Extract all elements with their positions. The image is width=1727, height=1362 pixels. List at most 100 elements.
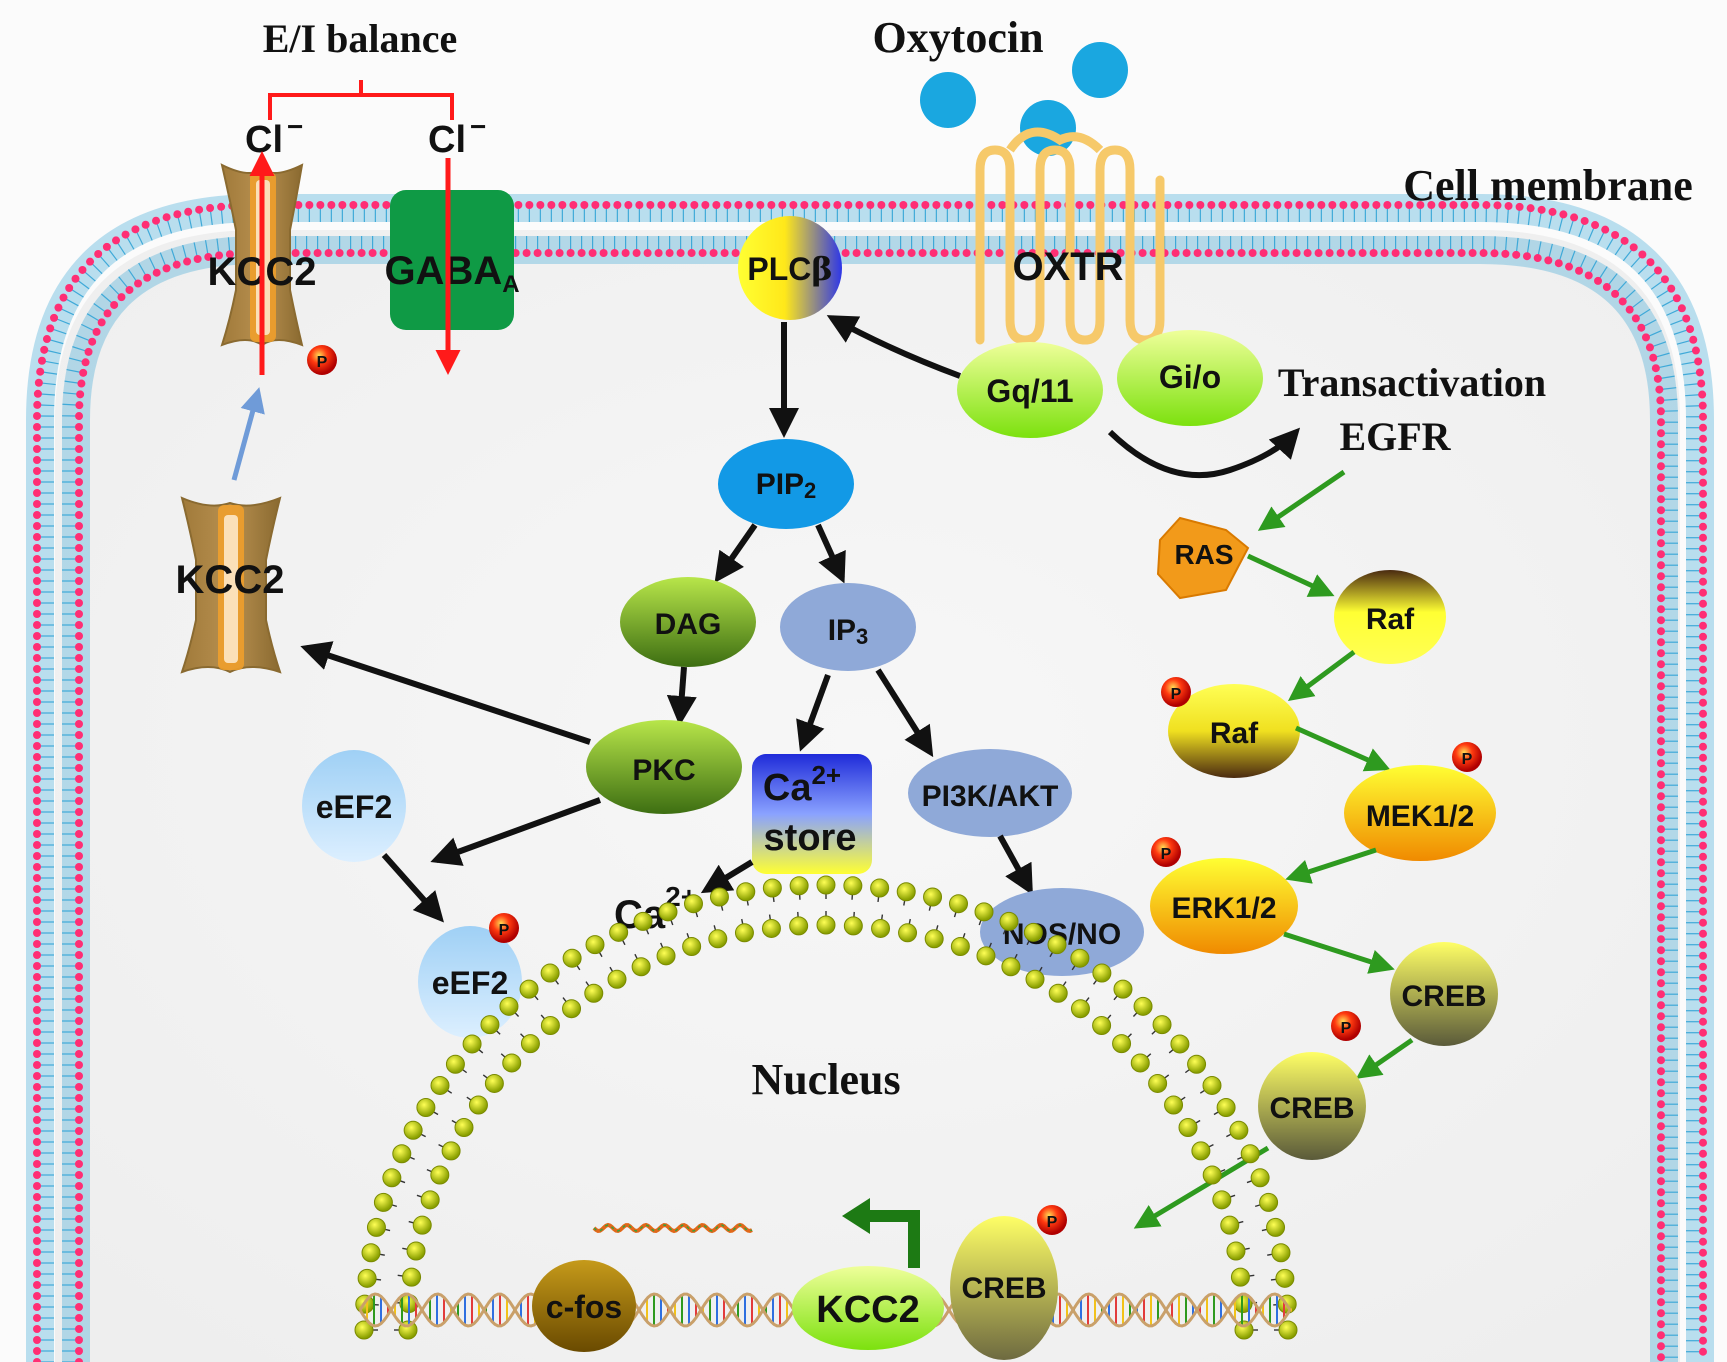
lipid-head — [1699, 1182, 1707, 1191]
lipid-head — [33, 940, 42, 948]
pi3k-to-nos-arrow — [997, 834, 1033, 896]
lipid-head — [33, 1017, 42, 1025]
envelope-lipid-head — [708, 929, 728, 949]
lipid-head — [33, 500, 42, 508]
pkc: PKC — [586, 720, 742, 814]
lipid-head — [1625, 305, 1634, 314]
lipid-head — [33, 874, 42, 882]
lipid-head — [943, 201, 952, 209]
nucleus-label: Nucleus — [751, 1055, 900, 1104]
envelope-lipid-head — [430, 1165, 450, 1185]
lipid-head — [33, 841, 42, 849]
lipid-head — [75, 863, 84, 871]
lipid-tail — [1624, 289, 1636, 300]
lipid-head — [643, 249, 652, 257]
lipid-head — [1657, 748, 1665, 757]
eef2-label-a: eEF2 — [316, 789, 392, 825]
lipid-head — [1490, 249, 1499, 258]
lipid-head — [1699, 720, 1707, 729]
creb-dna-label: CREB — [961, 1272, 1046, 1305]
lipid-head — [33, 995, 42, 1003]
lipid-head — [75, 885, 84, 893]
lipid-head — [1699, 753, 1707, 762]
lipid-head — [75, 742, 84, 750]
lipid-head — [33, 786, 42, 794]
lipid-tail — [1670, 319, 1684, 326]
envelope-lipid-head — [1250, 1168, 1270, 1188]
lipid-head — [33, 1303, 42, 1311]
envelope-lipid-head — [843, 876, 863, 896]
lipid-head — [1657, 726, 1665, 735]
ip3-shape — [780, 583, 916, 671]
envelope-lipid-head — [562, 999, 582, 1019]
lipid-head — [1358, 249, 1367, 257]
lipid-head — [1105, 249, 1114, 257]
lipid-head — [1361, 201, 1370, 209]
envelope-lipid-head — [656, 946, 676, 966]
lipid-tail — [159, 252, 167, 266]
lipid-head — [866, 201, 875, 209]
lipid-head — [75, 1237, 84, 1245]
lipid-head — [1699, 522, 1707, 531]
eef2-phosphorylation-arrow — [381, 853, 444, 923]
envelope-lipid-head — [1070, 948, 1090, 968]
lipid-tail — [220, 209, 224, 224]
lipid-head — [1657, 1023, 1665, 1032]
lipid-head — [75, 1259, 84, 1267]
lipid-head — [75, 1072, 84, 1080]
lipid-head — [102, 242, 111, 251]
phospho-icon — [1161, 677, 1191, 707]
lipid-head — [33, 467, 42, 475]
eef2-label-b: eEF2 — [432, 965, 508, 1001]
eef2-unphosphorylated: eEF2 — [302, 750, 406, 862]
lipid-head — [1699, 951, 1707, 960]
lipid-head — [33, 1259, 42, 1267]
lipid-head — [599, 249, 608, 257]
lipid-head — [33, 962, 42, 970]
lipid-head — [1657, 825, 1665, 834]
raf-shape-b — [1168, 684, 1300, 778]
lipid-tail — [193, 242, 198, 257]
lipid-head — [33, 1193, 42, 1201]
lipid-head — [1657, 528, 1665, 537]
lipid-tail — [93, 302, 106, 313]
gq-to-egfr-arrow — [1107, 427, 1301, 479]
lipid-head — [1515, 202, 1524, 211]
pip2-shape — [718, 439, 854, 529]
lipid-head — [37, 356, 46, 365]
lipid-head — [33, 588, 42, 596]
lipid-head — [1295, 201, 1304, 209]
lipid-head — [1699, 698, 1707, 707]
lipid-head — [33, 984, 42, 992]
lipid-head — [33, 731, 42, 739]
lipid-head — [1699, 973, 1707, 982]
lipid-head — [75, 1325, 84, 1333]
lipid-head — [75, 610, 84, 618]
lipid-head — [1629, 243, 1638, 252]
lipid-head — [910, 201, 919, 209]
envelope-lipid-head — [761, 918, 781, 938]
phospho-icon — [307, 345, 337, 375]
ip3: IP3 — [780, 583, 916, 671]
lipid-tail — [1599, 266, 1608, 279]
envelope-lipid-head — [366, 1217, 386, 1237]
lipid-tail — [1622, 249, 1633, 262]
lipid-head — [1185, 201, 1194, 209]
lipid-head — [33, 456, 41, 464]
lipid-tail — [136, 231, 144, 245]
lipid-head — [1657, 770, 1665, 779]
lipid-head — [33, 1028, 42, 1036]
lipid-head — [75, 423, 83, 431]
lipid-head — [1672, 294, 1681, 303]
lipid-head — [1537, 205, 1546, 214]
lipid-head — [33, 1072, 42, 1080]
lipid-head — [33, 1270, 42, 1278]
lipid-head — [1699, 863, 1707, 872]
lipid-head — [1698, 401, 1707, 410]
lipid-head — [75, 1149, 84, 1157]
lipid-head — [75, 808, 84, 816]
lipid-head — [1369, 249, 1378, 257]
lipid-head — [1584, 271, 1593, 280]
lipid-head — [75, 896, 84, 904]
creb-cytoplasmic: CREB — [1390, 942, 1498, 1046]
